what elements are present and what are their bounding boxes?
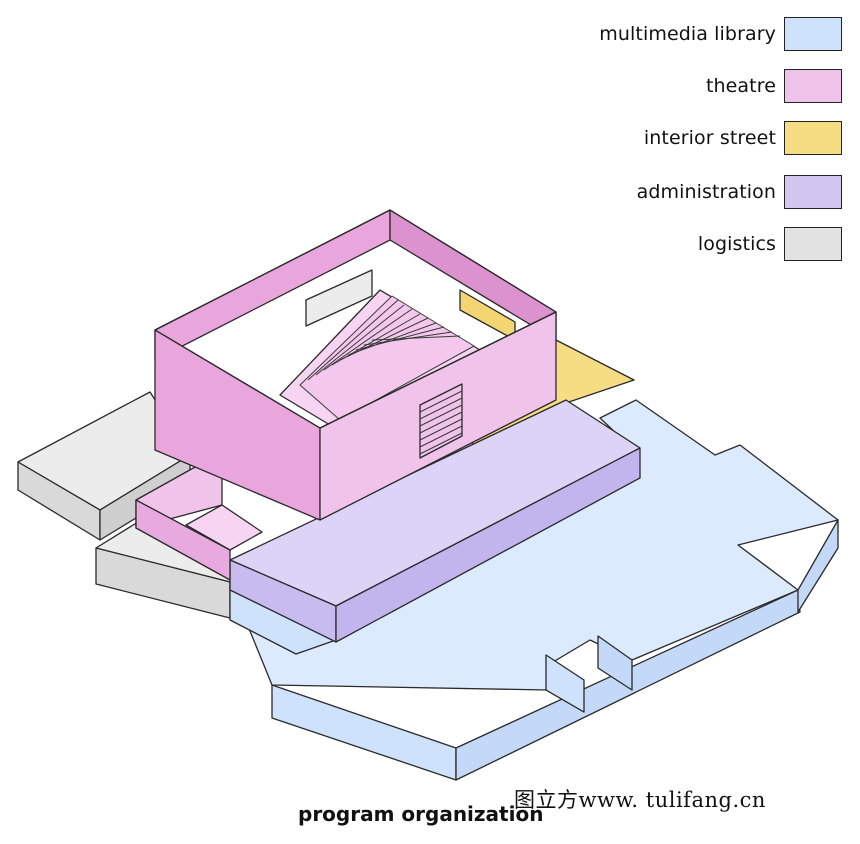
legend-label: theatre [705,75,776,97]
diagram-caption: program organization [298,802,544,826]
legend-item-theatre: theatre [706,68,842,104]
theatre-box [154,209,557,521]
legend-swatch [784,175,842,209]
legend-item-logistics: logistics [698,226,842,262]
legend-swatch [784,69,842,103]
watermark: 图立方www. tulifang.cn [514,788,766,812]
theatre-stairs [299,295,475,421]
legend-item-multimedia-library: multimedia library [599,16,842,52]
legend-swatch [784,121,842,155]
legend-swatch [784,227,842,261]
administration-bar [229,399,641,643]
legend-label: logistics [697,233,776,255]
legend-swatch [784,17,842,51]
legend-label: multimedia library [599,23,776,45]
legend-label: administration [636,181,776,203]
legend-item-administration: administration [637,174,842,210]
legend-item-interior-street: interior street [644,120,842,156]
legend-label: interior street [643,127,776,149]
theatre-base [135,451,263,581]
